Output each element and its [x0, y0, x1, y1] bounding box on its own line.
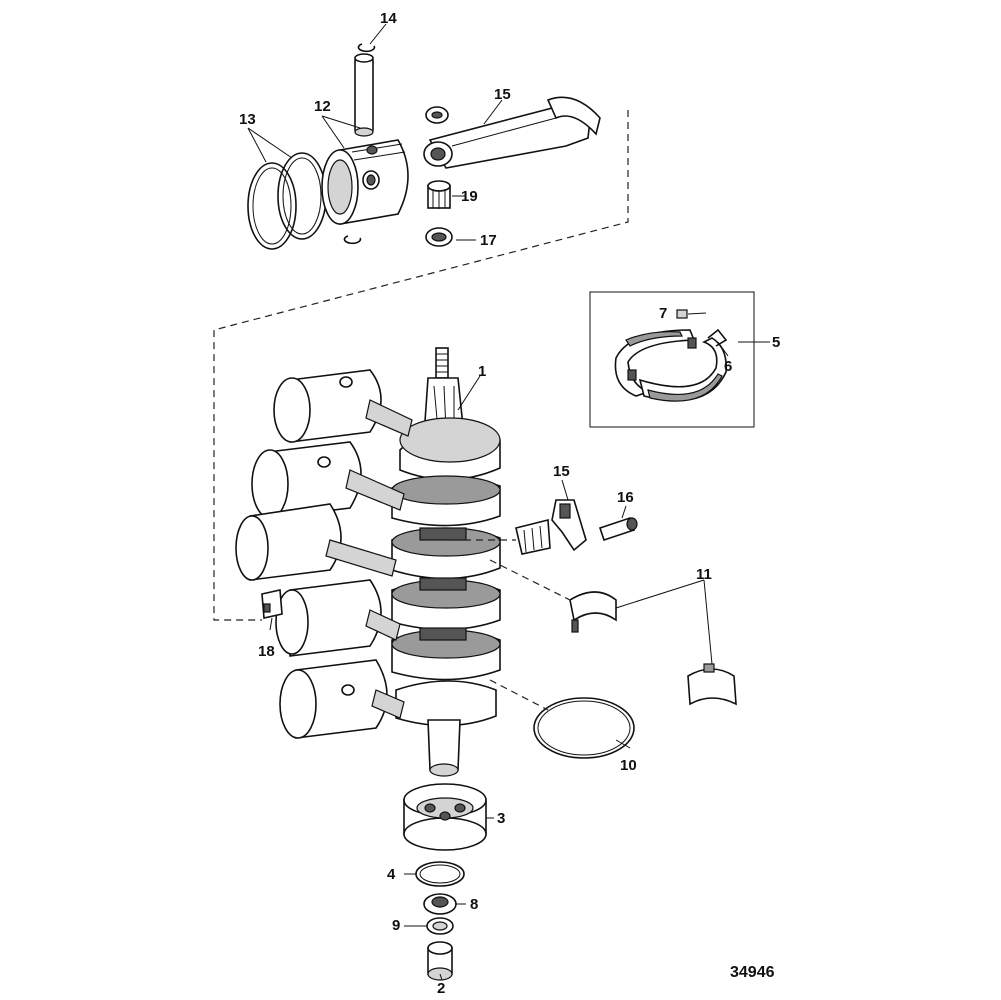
- callout-15-top: 15: [494, 86, 511, 103]
- thrust-piece: [261, 589, 283, 619]
- washer: [426, 917, 454, 935]
- assembled-pistons: [235, 369, 388, 739]
- callout-12: 12: [314, 98, 331, 115]
- callout-19: 19: [461, 188, 478, 205]
- lower-washer: [425, 227, 453, 247]
- callout-7: 7: [659, 305, 667, 322]
- retaining-ring: [533, 697, 635, 759]
- figure-number: 34946: [730, 964, 775, 981]
- callout-13: 13: [239, 111, 256, 128]
- crank-webs: [391, 417, 501, 727]
- assembled-rods: [325, 399, 413, 719]
- bearing-race-halves: [614, 329, 728, 402]
- callout-labels: 14 12 13 15 19 17 7 5 6 1 15 16 11 18 10…: [239, 10, 780, 997]
- callout-17: 17: [480, 232, 497, 249]
- inset-box-bearing-kit: [589, 291, 755, 428]
- callout-16: 16: [617, 489, 634, 506]
- rod-bearing-cage: [515, 518, 551, 555]
- retainer-block: [676, 309, 688, 319]
- callout-18: 18: [258, 643, 275, 660]
- alignment-dashes: [452, 539, 571, 711]
- crankshaft-lower-journal: [427, 719, 461, 777]
- oil-seal: [423, 893, 457, 915]
- piston-rings: [247, 152, 327, 250]
- piston: [321, 139, 409, 225]
- callout-11: 11: [696, 566, 712, 583]
- thrust-washer: [425, 106, 449, 124]
- callout-15-cap: 15: [553, 463, 570, 480]
- leader-lines: [247, 23, 770, 981]
- connecting-rod: [423, 96, 601, 169]
- cap-screw: [598, 516, 638, 542]
- callout-6: 6: [724, 358, 732, 375]
- sleeve: [427, 941, 453, 981]
- callout-10: 10: [620, 757, 637, 774]
- main-bearing-upper: [569, 591, 617, 633]
- callout-14: 14: [380, 10, 397, 27]
- piston-pin: [354, 53, 374, 137]
- callout-2: 2: [437, 980, 445, 997]
- retaining-clip-top: [357, 43, 376, 53]
- callout-3: 3: [497, 810, 505, 827]
- callout-8: 8: [470, 896, 478, 913]
- callout-1: 1: [478, 363, 486, 380]
- callout-5: 5: [772, 334, 780, 351]
- snap-ring: [415, 861, 465, 887]
- needle-bearing: [427, 180, 451, 209]
- callout-4: 4: [387, 866, 396, 883]
- callout-9: 9: [392, 917, 400, 934]
- ball-bearing: [403, 783, 487, 851]
- rod-cap: [551, 499, 587, 552]
- retaining-clip-bottom: [343, 235, 362, 245]
- retaining-spring-clip: [707, 328, 728, 347]
- assembly-dashed-outline: [213, 110, 629, 621]
- main-bearing-lower: [687, 663, 737, 706]
